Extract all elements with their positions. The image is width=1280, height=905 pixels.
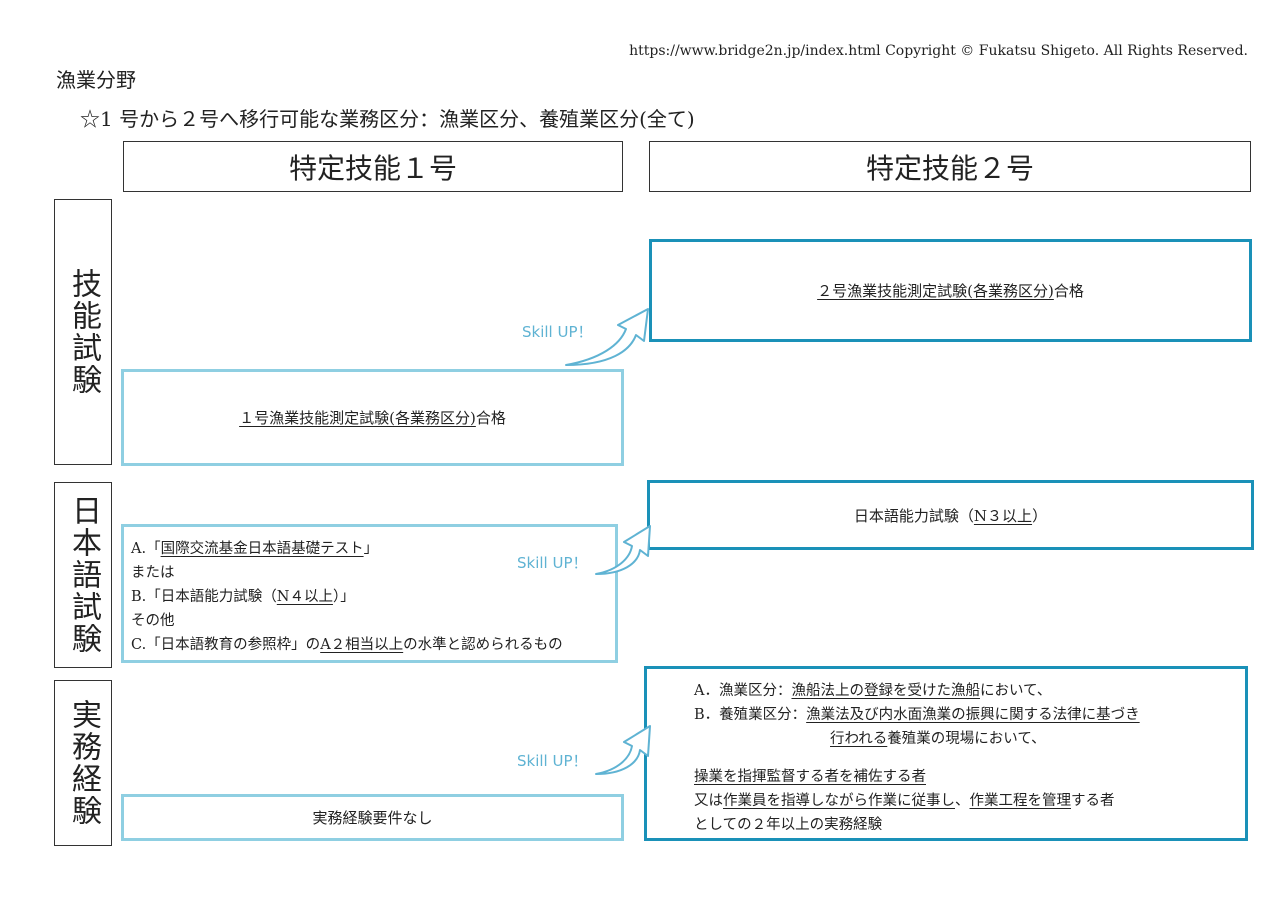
jt-c-underlined: A２相当以上 xyxy=(320,637,404,653)
japanese-test-g1-line-c: C.「日本語教育の参照枠」のA２相当以上の水準と認められるもの xyxy=(131,633,615,657)
ex-c-underlined: 操業を指揮監督する者を補佐する者 xyxy=(694,769,926,785)
jt-a-pre: A.「 xyxy=(131,541,161,557)
row-label-skill-test-text: 技能試験 xyxy=(66,268,101,396)
experience-g2-line-b: B．養殖業区分：漁業法及び内水面漁業の振興に関する法律に基づき xyxy=(694,703,1245,727)
skill-test-g2-box: ２号漁業技能測定試験(各業務区分)合格 xyxy=(649,239,1252,342)
ex-a-pre: A．漁業区分： xyxy=(694,683,792,699)
ex-d-underlined-1: 作業員を指導しながら作業に従事し xyxy=(723,793,955,809)
skill-up-arrow-2-icon xyxy=(595,525,651,575)
ex-b-pre: B．養殖業区分： xyxy=(694,707,807,723)
japanese-test-g2-post: ） xyxy=(1032,506,1048,525)
skill-up-arrow-1-icon xyxy=(565,308,649,366)
skill-up-label-2: Skill UP！ xyxy=(517,554,588,572)
skill-up-arrow-3-icon xyxy=(595,725,651,775)
row-label-skill-test: 技能試験 xyxy=(54,199,112,465)
skill-test-g1-text: １号漁業技能測定試験(各業務区分)合格 xyxy=(239,407,506,428)
japanese-test-g1-box: A.「国際交流基金日本語基礎テスト」 または B.「日本語能力試験（N４以上）」… xyxy=(121,524,618,663)
japanese-test-g1-line-b: B.「日本語能力試験（N４以上）」 xyxy=(131,585,615,609)
experience-g2-line-d: 又は作業員を指導しながら作業に従事し、作業工程を管理する者 xyxy=(694,789,1245,813)
skill-up-label-3: Skill UP！ xyxy=(517,752,588,770)
experience-g2-line-c: 操業を指揮監督する者を補佐する者 xyxy=(694,765,1245,789)
experience-g1-box: 実務経験要件なし xyxy=(121,794,624,841)
header-tokutei2: 特定技能２号 xyxy=(649,141,1251,192)
jt-c-pre: C.「日本語教育の参照枠」の xyxy=(131,637,321,653)
subtitle: ☆1 号から２号へ移行可能な業務区分：漁業区分、養殖業区分(全て) xyxy=(80,107,695,131)
experience-g2-box: A．漁業区分：漁船法上の登録を受けた漁船において、 B．養殖業区分：漁業法及び内… xyxy=(644,666,1248,841)
row-label-experience: 実務経験 xyxy=(54,680,112,846)
ex-a-post: において、 xyxy=(979,683,1052,699)
ex-b-post: 養殖業の現場において、 xyxy=(887,731,1046,747)
ex-a-underlined: 漁船法上の登録を受けた漁船 xyxy=(791,683,980,699)
skill-test-g2-text: ２号漁業技能測定試験(各業務区分)合格 xyxy=(817,280,1084,301)
experience-g2-line-a: A．漁業区分：漁船法上の登録を受けた漁船において、 xyxy=(694,679,1245,703)
ex-b-underlined-1: 漁業法及び内水面漁業の振興に関する法律に基づき xyxy=(806,707,1140,723)
copyright-notice: https://www.bridge2n.jp/index.html Copyr… xyxy=(629,43,1248,59)
ex-d-underlined-2: 作業工程を管理 xyxy=(969,793,1072,809)
ex-d-post: する者 xyxy=(1071,793,1115,809)
japanese-test-g2-text: 日本語能力試験（N３以上） xyxy=(854,505,1047,526)
jt-b-post: ）」 xyxy=(332,589,355,605)
header-tokutei1: 特定技能１号 xyxy=(123,141,623,192)
jt-a-post: 」 xyxy=(363,541,379,557)
japanese-test-g2-underlined: N３以上 xyxy=(973,506,1033,525)
ex-d-pre: 又は xyxy=(694,793,723,809)
jt-b-underlined: N４以上 xyxy=(276,589,333,605)
skill-test-g1-rest: 合格 xyxy=(475,409,506,427)
ex-d-mid: 、 xyxy=(955,793,970,809)
skill-up-label-1: Skill UP！ xyxy=(522,323,593,341)
row-label-japanese-test: 日本語試験 xyxy=(54,482,112,668)
header-tokutei2-label: 特定技能２号 xyxy=(865,151,1034,185)
jt-c-post: の水準と認められるもの xyxy=(403,637,563,653)
japanese-test-g1-line-other: その他 xyxy=(131,613,175,629)
experience-g1-text: 実務経験要件なし xyxy=(312,809,433,827)
skill-test-g2-underlined: ２号漁業技能測定試験(各業務区分) xyxy=(817,282,1054,300)
skill-test-g1-underlined: １号漁業技能測定試験(各業務区分) xyxy=(239,409,476,427)
row-label-experience-text: 実務経験 xyxy=(66,699,101,827)
skill-test-g2-rest: 合格 xyxy=(1053,282,1084,300)
experience-g2-line-e: としての２年以上の実務経験 xyxy=(694,817,883,833)
skill-test-g1-box: １号漁業技能測定試験(各業務区分)合格 xyxy=(121,369,624,466)
japanese-test-g1-line-or: または xyxy=(131,565,175,581)
header-tokutei1-label: 特定技能１号 xyxy=(288,151,457,185)
japanese-test-g1-line-a: A.「国際交流基金日本語基礎テスト」 xyxy=(131,537,615,561)
jt-b-pre: B.「日本語能力試験（ xyxy=(131,589,277,605)
japanese-test-g2-pre: 日本語能力試験（ xyxy=(853,506,974,525)
row-label-japanese-test-text: 日本語試験 xyxy=(66,495,101,655)
section-title: 漁業分野 xyxy=(56,68,136,92)
jt-a-underlined: 国際交流基金日本語基礎テスト xyxy=(160,541,364,557)
experience-g2-line-b2: 行われる養殖業の現場において、 xyxy=(694,727,1245,751)
ex-b-underlined-2: 行われる xyxy=(830,731,888,747)
japanese-test-g2-box: 日本語能力試験（N３以上） xyxy=(647,480,1254,550)
